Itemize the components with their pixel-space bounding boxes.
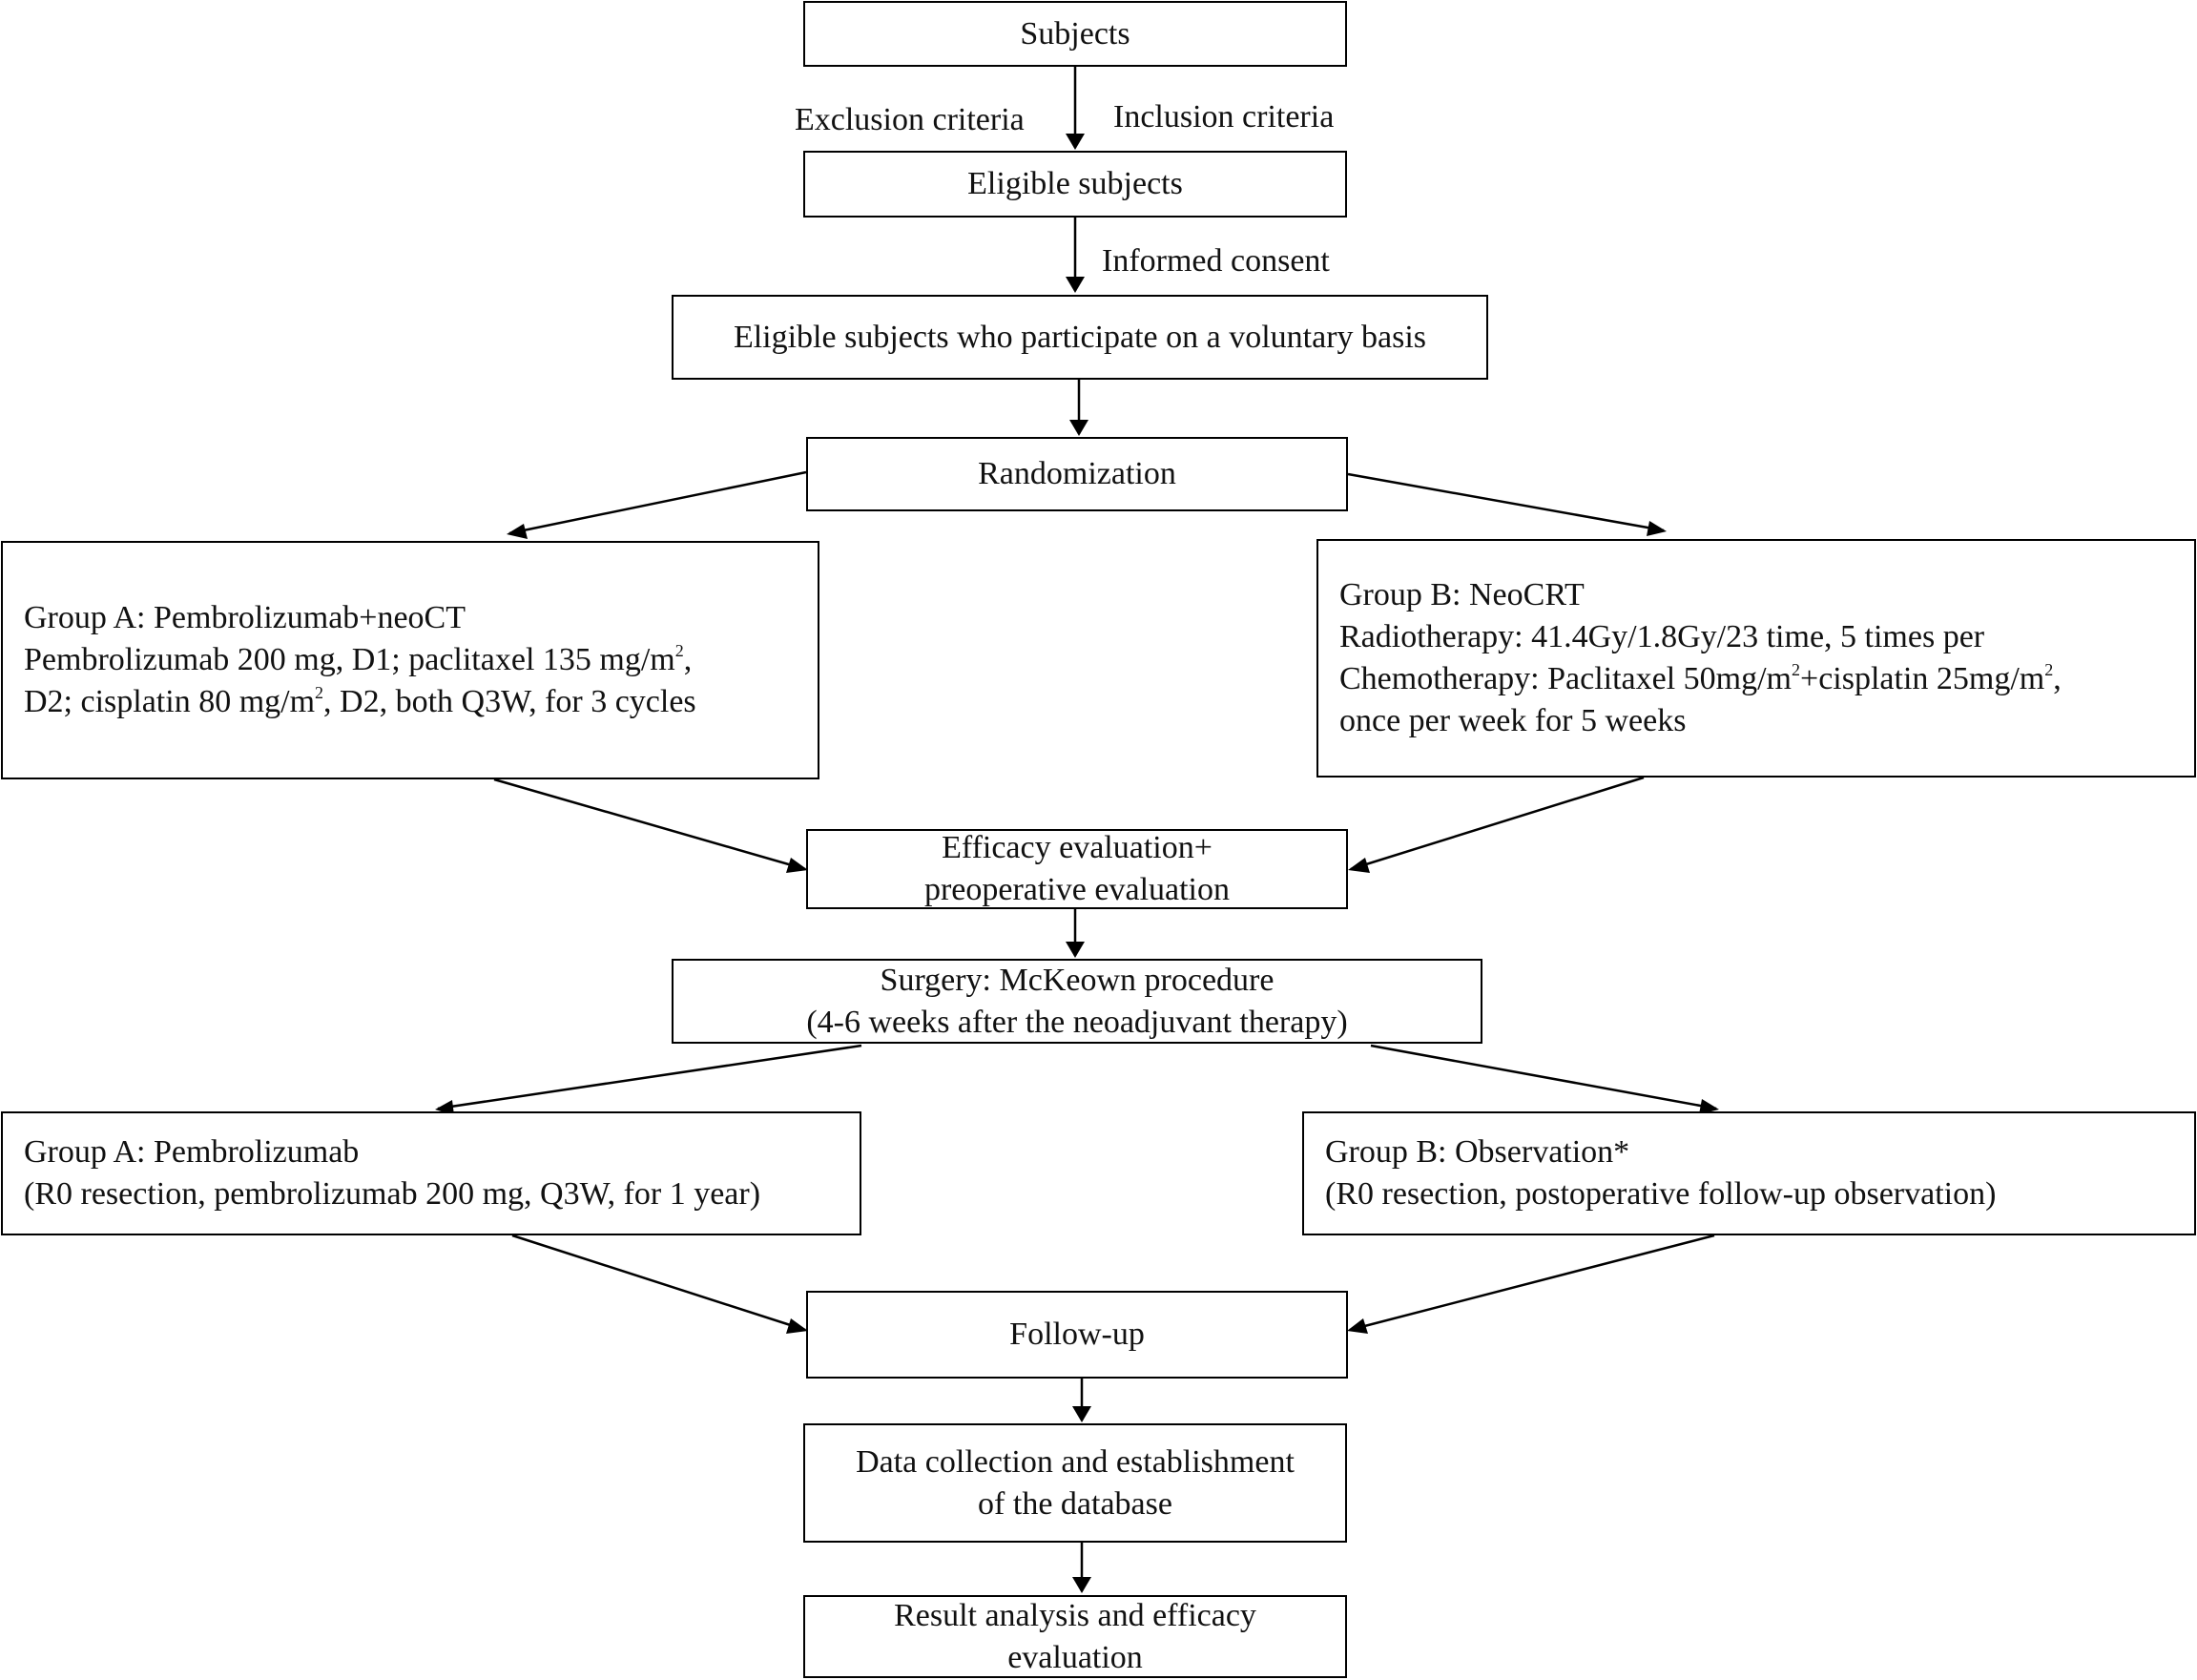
randomization-box: Randomization — [806, 437, 1348, 511]
arrow-randomization-to-group-a — [508, 470, 807, 535]
eligible-subjects-text: Eligible subjects — [967, 166, 1183, 201]
group-a-line-1: Pembrolizumab 200 mg, D1; paclitaxel 135… — [24, 639, 818, 681]
group-b-line-2-end: , — [2053, 661, 2062, 696]
efficacy-evaluation-box: Efficacy evaluation+ preoperative evalua… — [806, 829, 1348, 909]
arrowhead-post-a-to-followup — [786, 1318, 808, 1334]
result-analysis-line-2: evaluation — [1007, 1639, 1143, 1675]
arrow-surgery-to-post-b — [1370, 1044, 1717, 1110]
arrow-post-a-to-followup — [511, 1234, 806, 1332]
arrow-group-b-to-efficacy — [1350, 776, 1645, 871]
arrowhead-group-a-to-efficacy — [786, 858, 808, 873]
group-b-line-1: Radiotherapy: 41.4Gy/1.8Gy/23 time, 5 ti… — [1339, 619, 1985, 654]
subjects-text: Subjects — [1020, 15, 1130, 52]
arrowhead-randomization-to-group-b — [1647, 521, 1667, 536]
arrowhead-randomization-to-group-a — [507, 524, 528, 539]
post-a-line-2: (R0 resection, pembrolizumab 200 mg, Q3W… — [24, 1176, 761, 1212]
group-b-title: Group B: NeoCRT — [1339, 577, 1585, 612]
group-a-line-2: D2; cisplatin 80 mg/m2, D2, both Q3W, fo… — [24, 681, 818, 723]
informed-consent-label: Informed consent — [1102, 243, 1330, 279]
arrowhead-eligible-to-voluntary — [1066, 277, 1085, 293]
arrowhead-group-b-to-efficacy — [1348, 858, 1370, 873]
efficacy-line-2: preoperative evaluation — [923, 872, 1230, 907]
follow-up-box: Follow-up — [806, 1291, 1348, 1379]
group-b-line-2-mid: +cisplatin 25mg/m — [1800, 661, 2045, 696]
arrowhead-data-to-result — [1072, 1577, 1091, 1593]
post-a-line-1: Group A: Pembrolizumab — [24, 1134, 360, 1170]
surgery-line-1: Surgery: McKeown procedure — [880, 962, 1275, 998]
randomization-text: Randomization — [978, 456, 1176, 491]
result-analysis-line-1: Result analysis and efficacy — [894, 1597, 1256, 1633]
group-a-line-2-superscript: 2 — [315, 683, 324, 702]
arrowhead-post-b-to-followup — [1347, 1318, 1368, 1334]
efficacy-line-1: Efficacy evaluation+ — [942, 830, 1212, 865]
group-b-postoperative-box: Group B: Observation* (R0 resection, pos… — [1302, 1111, 2196, 1235]
group-a-line-1-superscript: 2 — [674, 641, 684, 660]
arrow-post-b-to-followup — [1349, 1234, 1715, 1332]
group-b-line-3: once per week for 5 weeks — [1339, 703, 1687, 738]
group-a-line-1-end: , — [683, 642, 693, 677]
group-a-title: Group A: Pembrolizumab+neoCT — [24, 600, 466, 635]
group-a-line-2-text: D2; cisplatin 80 mg/m — [24, 684, 316, 719]
post-b-line-1: Group B: Observation* — [1325, 1134, 1630, 1170]
data-collection-box: Data collection and establishment of the… — [803, 1423, 1347, 1543]
group-b-neoadjuvant-box: Group B: NeoCRT Radiotherapy: 41.4Gy/1.8… — [1316, 539, 2196, 778]
arrowhead-efficacy-to-surgery — [1066, 942, 1085, 958]
group-b-line-2-superscript: 2 — [1792, 660, 1801, 679]
eligible-subjects-box: Eligible subjects — [803, 151, 1347, 218]
group-b-line-2: Chemotherapy: Paclitaxel 50mg/m2+cisplat… — [1339, 658, 2194, 700]
group-b-line-2-superscript-2: 2 — [2044, 660, 2054, 679]
data-collection-line-2: of the database — [978, 1485, 1172, 1522]
group-a-line-2-end: , D2, both Q3W, for 3 cycles — [323, 684, 696, 719]
follow-up-text: Follow-up — [1009, 1317, 1145, 1352]
arrowhead-followup-to-data — [1072, 1406, 1091, 1422]
group-a-neoadjuvant-box: Group A: Pembrolizumab+neoCT Pembrolizum… — [1, 541, 819, 779]
group-a-line-1-text: Pembrolizumab 200 mg, D1; paclitaxel 135… — [24, 642, 675, 677]
inclusion-criteria-label: Inclusion criteria — [1113, 99, 1335, 135]
arrowhead-voluntary-to-randomization — [1069, 420, 1088, 436]
arrow-surgery-to-post-a — [437, 1044, 862, 1110]
data-collection-line-1: Data collection and establishment — [856, 1443, 1295, 1480]
surgery-box: Surgery: McKeown procedure (4-6 weeks af… — [672, 959, 1482, 1044]
surgery-line-2: (4-6 weeks after the neoadjuvant therapy… — [806, 1004, 1348, 1040]
group-b-line-2-text: Chemotherapy: Paclitaxel 50mg/m — [1339, 661, 1793, 696]
arrow-group-a-to-efficacy — [493, 778, 806, 871]
result-analysis-box: Result analysis and efficacy evaluation — [803, 1595, 1347, 1678]
arrowhead-subjects-to-eligible — [1066, 134, 1085, 150]
voluntary-subjects-box: Eligible subjects who participate on a v… — [672, 295, 1488, 380]
post-b-line-2: (R0 resection, postoperative follow-up o… — [1325, 1176, 1997, 1212]
arrowhead-surgery-to-post-b — [1699, 1099, 1719, 1114]
subjects-box: Subjects — [803, 1, 1347, 67]
exclusion-criteria-label: Exclusion criteria — [795, 102, 1025, 137]
arrow-randomization-to-group-b — [1347, 472, 1665, 532]
voluntary-subjects-text: Eligible subjects who participate on a v… — [733, 319, 1427, 355]
group-a-postoperative-box: Group A: Pembrolizumab (R0 resection, pe… — [1, 1111, 861, 1235]
